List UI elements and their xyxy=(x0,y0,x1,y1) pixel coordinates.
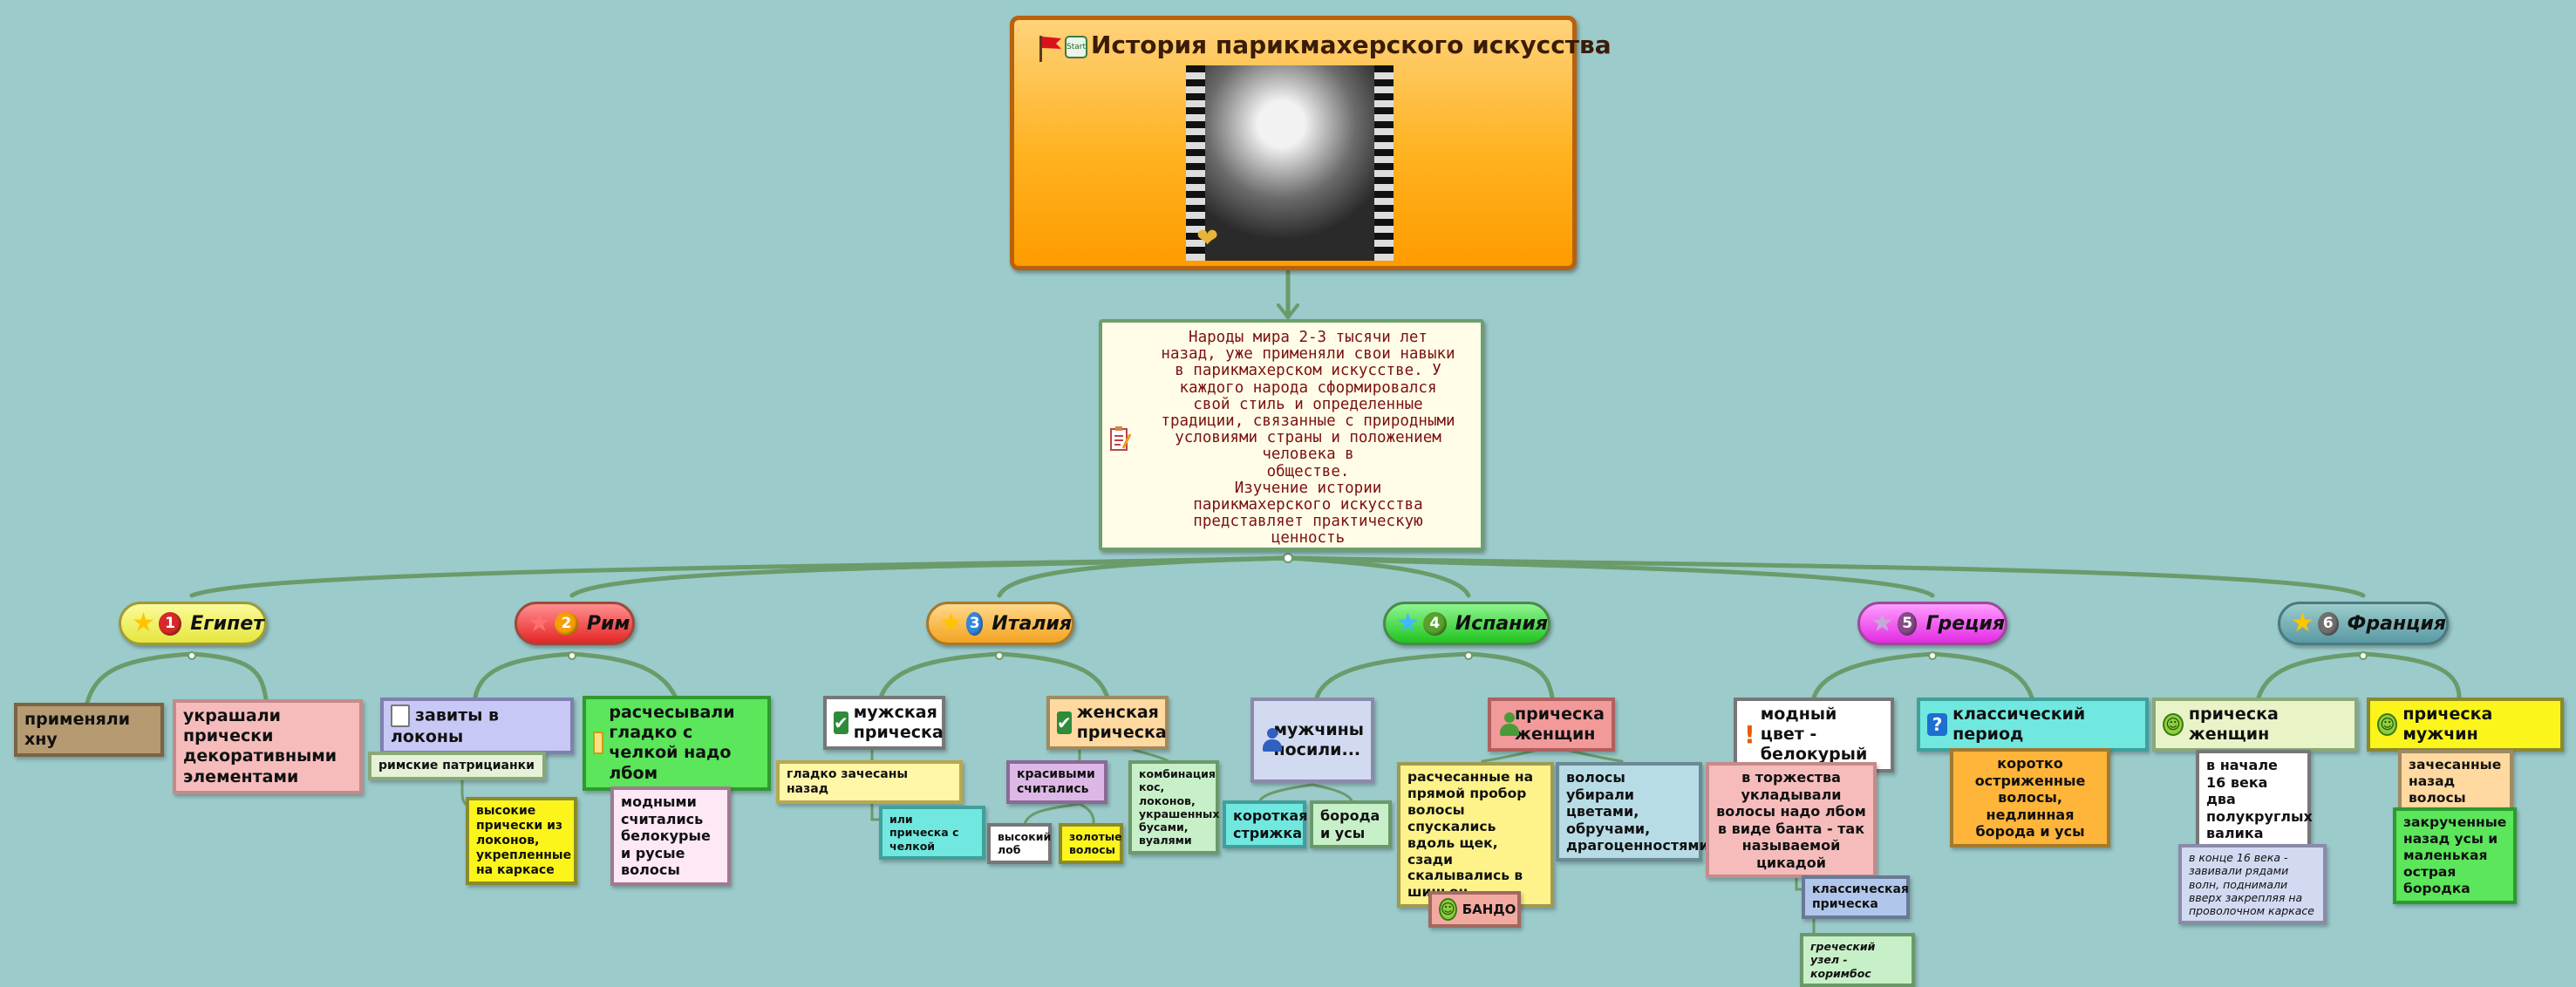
spain-men-label: мужчины носили... xyxy=(1273,719,1365,759)
france-men-label: прическа мужчин xyxy=(2402,705,2493,745)
topic-label: Египет xyxy=(190,612,264,635)
italy-male[interactable]: ✔мужская прическа xyxy=(823,696,945,751)
description-node[interactable]: Народы мира 2-3 тысячи лет назад, уже пр… xyxy=(1099,319,1484,551)
star-icon: ★ xyxy=(1396,608,1420,638)
greece-classic-hair[interactable]: классическая прическа xyxy=(1802,875,1910,920)
description-text: Народы мира 2-3 тысячи лет назад, уже пр… xyxy=(1161,329,1455,548)
spain-men[interactable]: мужчины носили... xyxy=(1251,698,1374,783)
checkmark-icon: ✔ xyxy=(834,711,848,735)
rome-curls-label: завиты в локоны xyxy=(391,705,500,747)
start-icon: Start xyxy=(1065,36,1087,58)
greece-classic-period[interactable]: ?классический период xyxy=(1917,698,2149,752)
france-women[interactable]: ☺прическа женщин xyxy=(2152,698,2358,752)
rome-high[interactable]: высокие прически из локонов, укрепленные… xyxy=(466,797,577,886)
topic-greece[interactable]: ★ 5 Греция xyxy=(1857,602,2007,645)
spain-women-label: прическа женщин xyxy=(1515,705,1605,745)
italy-male-or[interactable]: или прическа с челкой xyxy=(879,806,985,860)
topic-spain[interactable]: ★ 4 Испания xyxy=(1383,602,1550,645)
topic-label: Испания xyxy=(1455,612,1548,635)
italy-female-label: женская прическа xyxy=(1076,703,1167,743)
person-icon xyxy=(1498,712,1520,737)
number-4-icon: 4 xyxy=(1422,611,1447,636)
france-late[interactable]: в конце 16 века - завивали рядами волн, … xyxy=(2178,844,2327,925)
greece-classic-period-label: классический период xyxy=(1952,705,2086,745)
heart-icon: ❤ xyxy=(1196,223,1219,254)
star-icon: ★ xyxy=(528,608,551,638)
egypt-henna[interactable]: применяли хну xyxy=(14,703,164,758)
star-icon: ★ xyxy=(132,608,155,638)
greece-bow[interactable]: в торжества укладывали волосы надо лбом … xyxy=(1706,762,1877,879)
spain-bando-label: БАНДО xyxy=(1462,901,1516,917)
spain-short[interactable]: короткая стрижка xyxy=(1223,800,1308,849)
page-title: История парикмахерского искусства xyxy=(1091,31,1612,59)
topic-label: Франция xyxy=(2347,612,2446,635)
italy-high-forehead[interactable]: высокий лоб xyxy=(987,823,1052,864)
greece-color-label: модный цвет - белокурый xyxy=(1760,705,1868,765)
smiley-icon: ☺ xyxy=(2163,713,2184,737)
egypt-decor[interactable]: украшали прически декоративными элемента… xyxy=(173,699,363,794)
italy-male-label: мужская прическа xyxy=(853,703,944,743)
star-icon: ★ xyxy=(1871,608,1894,638)
topic-egypt[interactable]: ★ 1 Египет xyxy=(119,602,267,645)
flag-icon xyxy=(1039,36,1061,62)
star-icon: ★ xyxy=(2291,608,2314,638)
number-3-icon: 3 xyxy=(965,611,984,636)
spain-bando[interactable]: ☺ БАНДО xyxy=(1428,891,1521,928)
star-icon: ★ xyxy=(939,608,963,638)
rome-curls[interactable]: завиты в локоны xyxy=(380,698,574,755)
number-1-icon: 1 xyxy=(158,611,182,636)
page-icon xyxy=(391,705,410,727)
spain-flowers[interactable]: волосы убирали цветами, обручами, драгоц… xyxy=(1556,762,1709,861)
france-mustache[interactable]: закрученные назад усы и маленькая острая… xyxy=(2393,807,2517,904)
sticky-note-icon xyxy=(593,732,604,755)
france-rollers[interactable]: в начале 16 века два полукруглых валика xyxy=(2196,750,2313,849)
number-6-icon: 6 xyxy=(2317,611,2339,636)
topic-italy[interactable]: ★ 3 Италия xyxy=(926,602,1074,645)
greece-short-hair[interactable]: коротко остриженные волосы, недлинная бо… xyxy=(1950,748,2110,847)
france-women-label: прическа женщин xyxy=(2188,705,2279,745)
spain-beard[interactable]: борода и усы xyxy=(1310,800,1392,849)
france-combed-back[interactable]: зачесанные назад волосы xyxy=(2398,750,2513,813)
number-5-icon: 5 xyxy=(1897,611,1918,636)
italy-golden[interactable]: золотые волосы xyxy=(1059,823,1123,864)
number-2-icon: 2 xyxy=(554,611,578,636)
smiley-icon: ☺ xyxy=(2377,713,2398,737)
portrait-photo: ❤ xyxy=(1186,65,1394,261)
topic-label: Рим xyxy=(586,612,630,635)
rome-fashion[interactable]: модными считались белокурые и русые воло… xyxy=(610,786,731,886)
italy-male-combed[interactable]: гладко зачесаны назад xyxy=(776,760,963,805)
smiley-icon: ☺ xyxy=(1439,898,1457,921)
rome-patricians[interactable]: римские патрицианки xyxy=(368,752,546,781)
checkmark-icon: ✔ xyxy=(1057,711,1072,735)
italy-female[interactable]: ✔женская прическа xyxy=(1046,696,1169,751)
question-icon: ? xyxy=(1927,713,1948,737)
central-topic[interactable]: Start История парикмахерского искусства … xyxy=(1010,16,1612,270)
person-icon xyxy=(1261,728,1281,752)
rome-smooth-label: расчесывали гладко с челкой надо лбом xyxy=(609,703,735,783)
rome-smooth[interactable]: расчесывали гладко с челкой надо лбом xyxy=(583,696,771,791)
italy-combo[interactable]: комбинация кос, локонов, украшенных буса… xyxy=(1128,760,1219,854)
topic-rome[interactable]: ★ 2 Рим xyxy=(515,602,635,645)
notes-icon xyxy=(1110,426,1132,451)
topic-france[interactable]: ★ 6 Франция xyxy=(2278,602,2449,645)
france-men[interactable]: ☺прическа мужчин xyxy=(2367,698,2564,752)
greece-color[interactable]: !модный цвет - белокурый xyxy=(1734,698,1894,773)
topic-label: Греция xyxy=(1925,612,2005,635)
spain-parted[interactable]: расчесанные на прямой пробор волосы спус… xyxy=(1397,762,1554,909)
greece-knot[interactable]: греческий узел - коримбос xyxy=(1800,933,1915,987)
topic-label: Италия xyxy=(992,612,1072,635)
spain-women[interactable]: прическа женщин xyxy=(1488,698,1615,752)
italy-beautiful[interactable]: красивыми считались xyxy=(1006,760,1107,805)
exclamation-icon: ! xyxy=(1744,719,1755,749)
